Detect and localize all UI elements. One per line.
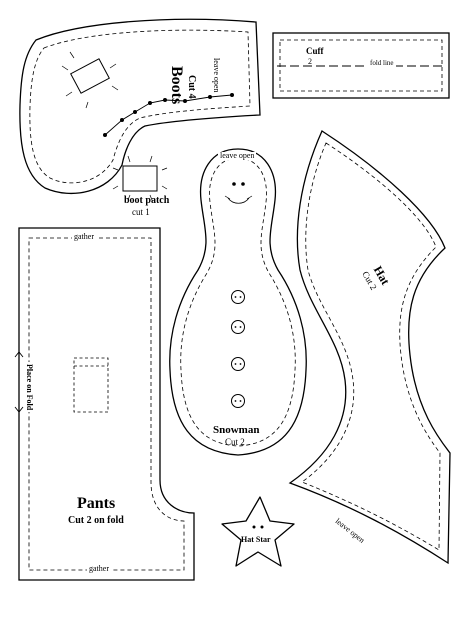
cuff-title: Cuff: [306, 46, 324, 56]
cuff-cut-label: 2: [308, 57, 312, 66]
cuff-fold-line-label: fold line: [368, 59, 396, 67]
pants-title: Pants: [77, 495, 116, 512]
snowman-smile: [227, 197, 250, 204]
hat-outline: [288, 130, 451, 565]
cuff-piece: [272, 32, 450, 99]
boots-outline: [19, 18, 261, 195]
boots-cut-label: Cut 4: [186, 75, 197, 99]
boots-seam: [29, 29, 251, 184]
pants-gather-top-label: gather: [72, 232, 96, 241]
boot-patch-piece: [112, 155, 168, 201]
hat-piece: [288, 130, 451, 565]
pants-outline: [18, 227, 195, 581]
snowman-seam: [180, 157, 296, 447]
hat-seam: [301, 142, 441, 551]
pants-pocket: [73, 357, 109, 413]
boots-piece: [19, 18, 261, 195]
hat-star-title: Hat Star: [241, 535, 271, 544]
pants-gather-bottom-label: gather: [87, 564, 111, 573]
snowman-buttons: [231, 290, 245, 408]
boots-lacing: [104, 94, 233, 136]
snowman-leave-open-label: leave open: [218, 151, 257, 160]
snowman-title: Snowman: [213, 424, 260, 436]
pants-piece: [14, 227, 195, 581]
hat-star-piece: [221, 496, 295, 567]
pants-cut-label: Cut 2 on fold: [68, 515, 124, 526]
pants-seam: [28, 237, 185, 571]
snowman-piece: [169, 148, 307, 456]
snowman-cut-label: Cut 2: [225, 437, 245, 447]
boot-patch-title: boot patch: [124, 195, 170, 206]
snowman-outline: [169, 148, 307, 456]
boots-title: Boots: [168, 66, 185, 105]
boots-patch-mark: [70, 58, 110, 94]
pants-place-on-fold-label: Place on Fold: [25, 362, 34, 413]
boots-leave-open-label: leave open: [212, 58, 221, 93]
boot-patch-cut-label: cut 1: [132, 207, 150, 217]
hat-star-outline: [221, 496, 295, 567]
